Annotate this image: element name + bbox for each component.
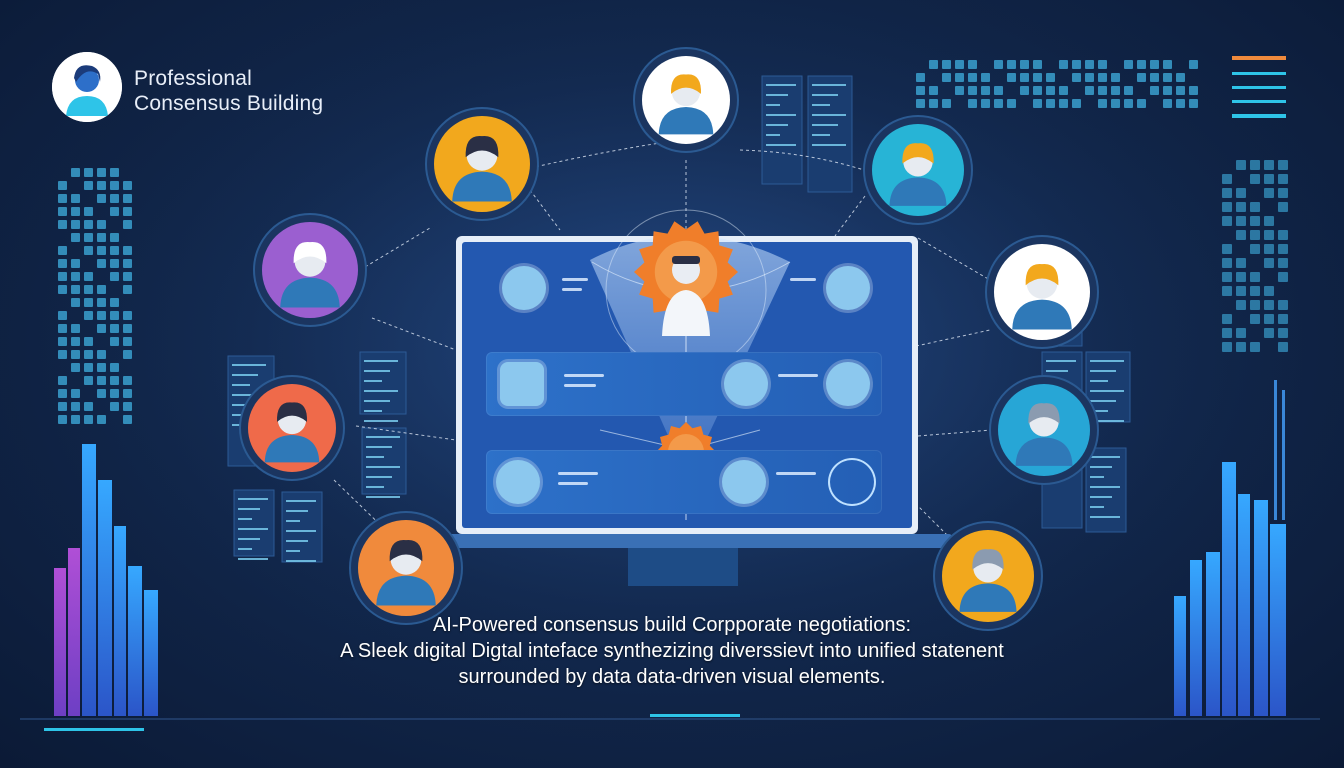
head-icon bbox=[496, 460, 540, 504]
screen-row-1 bbox=[490, 256, 880, 320]
brand-logo bbox=[52, 52, 122, 122]
person-icon bbox=[1012, 264, 1072, 330]
caption-line-1: AI-Powered consensus build Corpporate ne… bbox=[432, 614, 912, 636]
award-icon bbox=[826, 266, 870, 310]
avatar-bottom-left bbox=[349, 511, 463, 625]
bar-chart-left bbox=[54, 444, 158, 716]
screen-row-3 bbox=[486, 450, 882, 514]
user-avatar-icon bbox=[52, 52, 122, 122]
face-icon bbox=[722, 460, 766, 504]
person-icon bbox=[264, 402, 320, 463]
person-icon bbox=[452, 136, 512, 202]
gauge-icon bbox=[724, 362, 768, 406]
avatar-lower-left bbox=[239, 375, 345, 481]
caption-line-2: A Sleek digital Digtal inteface synthezi… bbox=[340, 640, 1004, 662]
row-text-line bbox=[564, 384, 596, 387]
caption: AI-Powered consensus build Corpporate ne… bbox=[260, 612, 1084, 690]
person-icon bbox=[959, 549, 1017, 612]
avatar-mid-left bbox=[253, 213, 367, 327]
panel-text-lines bbox=[232, 84, 1124, 562]
row-text-line bbox=[562, 288, 582, 291]
avatar-mid-right bbox=[985, 235, 1099, 349]
status-lines-top-right bbox=[1232, 56, 1286, 118]
row-text-line bbox=[558, 472, 598, 475]
avatar-top-left bbox=[425, 107, 539, 221]
caption-line-3: surrounded by data data-driven visual el… bbox=[458, 666, 886, 688]
circle-icon bbox=[830, 460, 874, 504]
brand-title: Professional Consensus Building bbox=[134, 66, 323, 116]
avatar-top-center bbox=[633, 47, 739, 153]
row-text-line bbox=[562, 278, 588, 281]
row-text-line bbox=[790, 278, 816, 281]
avatar-top-right bbox=[863, 115, 973, 225]
person-icon bbox=[658, 74, 714, 135]
row-text-line bbox=[776, 472, 816, 475]
network-connections bbox=[333, 139, 993, 549]
row-text-line bbox=[564, 374, 604, 377]
brand-title-line-1: Professional bbox=[134, 67, 252, 90]
data-grid-left bbox=[58, 168, 132, 424]
data-grid-top-right bbox=[916, 60, 1198, 108]
row-text-line bbox=[558, 482, 588, 485]
globe-icon bbox=[502, 266, 546, 310]
cube-icon bbox=[500, 362, 544, 406]
gauge-icon bbox=[826, 362, 870, 406]
avatar-lower-right bbox=[989, 375, 1099, 485]
person-icon bbox=[280, 242, 340, 308]
screen-row-2 bbox=[486, 352, 882, 416]
data-grid-right bbox=[1222, 160, 1288, 352]
row-text-line bbox=[778, 374, 818, 377]
person-icon bbox=[889, 143, 947, 206]
person-icon bbox=[1015, 403, 1073, 466]
avatar-bottom-right bbox=[933, 521, 1043, 631]
bar-chart-right bbox=[1174, 380, 1286, 716]
person-icon bbox=[376, 540, 436, 606]
brand-title-line-2: Consensus Building bbox=[134, 92, 324, 115]
floor-lines bbox=[20, 714, 1320, 731]
center-person-icon bbox=[662, 256, 710, 336]
